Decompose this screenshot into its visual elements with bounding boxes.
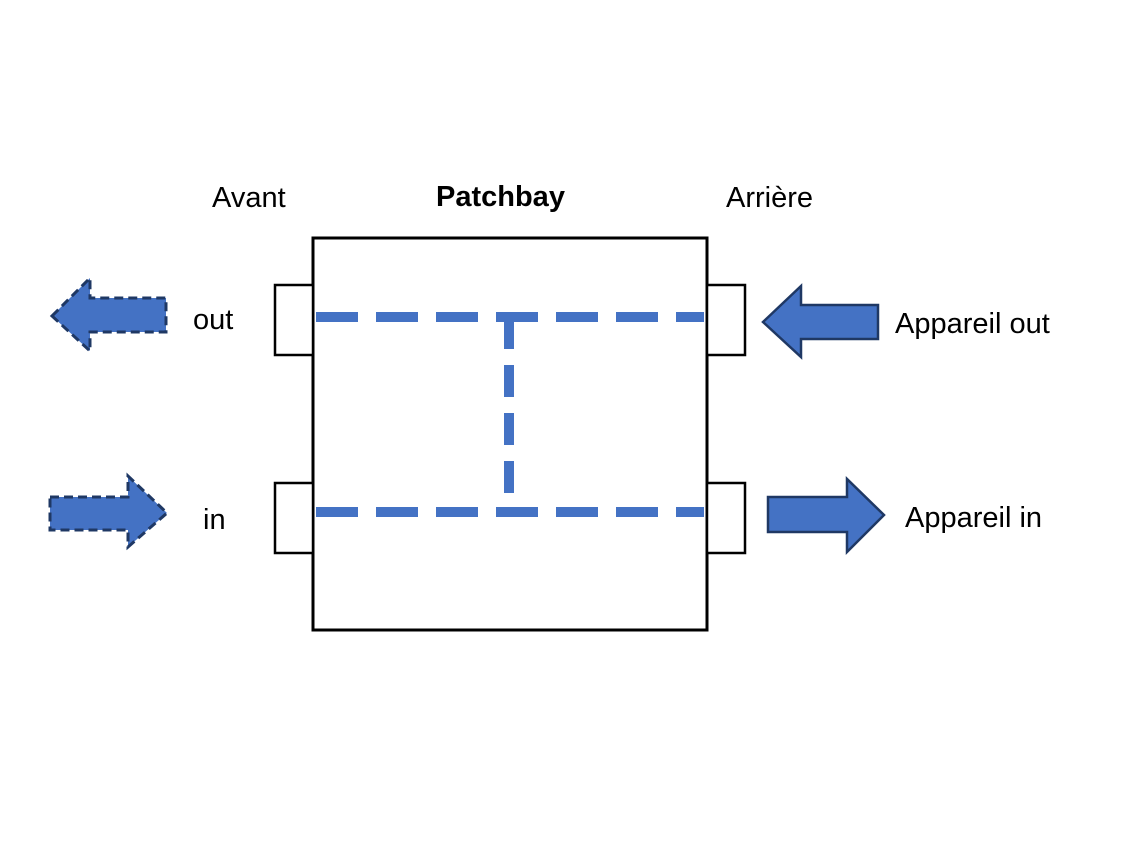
rear-label: Arrière <box>726 182 814 214</box>
front-out-label: out <box>193 304 234 336</box>
rear-in-jack <box>705 481 747 555</box>
device-in-label: Appareil in <box>905 502 1043 534</box>
front-in-jack <box>273 481 315 555</box>
front-out-arrow <box>49 274 168 355</box>
front-in-label: in <box>203 504 226 536</box>
front-label: Avant <box>212 182 286 214</box>
rear-out-jack <box>705 283 747 357</box>
front-out-jack <box>273 283 315 357</box>
device-out-label: Appareil out <box>895 308 1050 340</box>
diagram-title: Patchbay <box>436 181 565 213</box>
device-in-arrow <box>766 476 886 556</box>
device-out-arrow <box>761 283 880 360</box>
front-in-arrow <box>48 472 170 551</box>
